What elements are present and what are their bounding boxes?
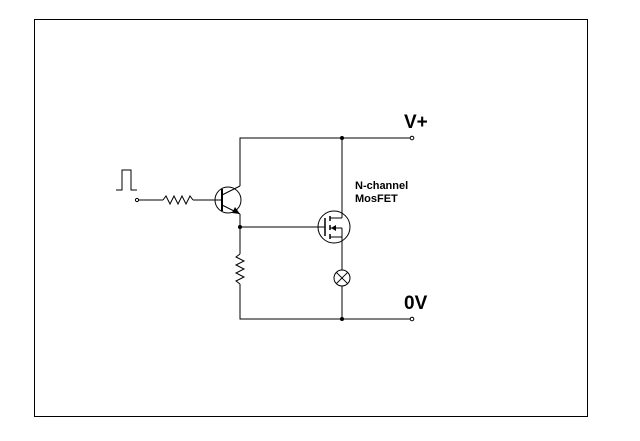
ground-wire — [239, 284, 342, 320]
n-channel-mosfet-icon — [317, 210, 351, 244]
mosfet-label-line2: MosFET — [355, 193, 398, 205]
positive-terminal — [409, 135, 415, 141]
ground-supply-label: 0V — [404, 293, 428, 314]
pulldown-resistor-icon — [234, 253, 246, 285]
base-resistor-icon — [162, 194, 194, 206]
mosfet-label-line1: N-channel — [355, 180, 408, 192]
diagram-frame — [34, 19, 588, 417]
npn-transistor-icon — [214, 185, 242, 215]
ground-terminal — [409, 316, 415, 322]
pulse-signal-icon — [116, 169, 140, 203]
positive-supply-label: V+ — [404, 112, 428, 133]
lamp-icon — [333, 269, 351, 287]
collector-wire — [239, 137, 342, 186]
